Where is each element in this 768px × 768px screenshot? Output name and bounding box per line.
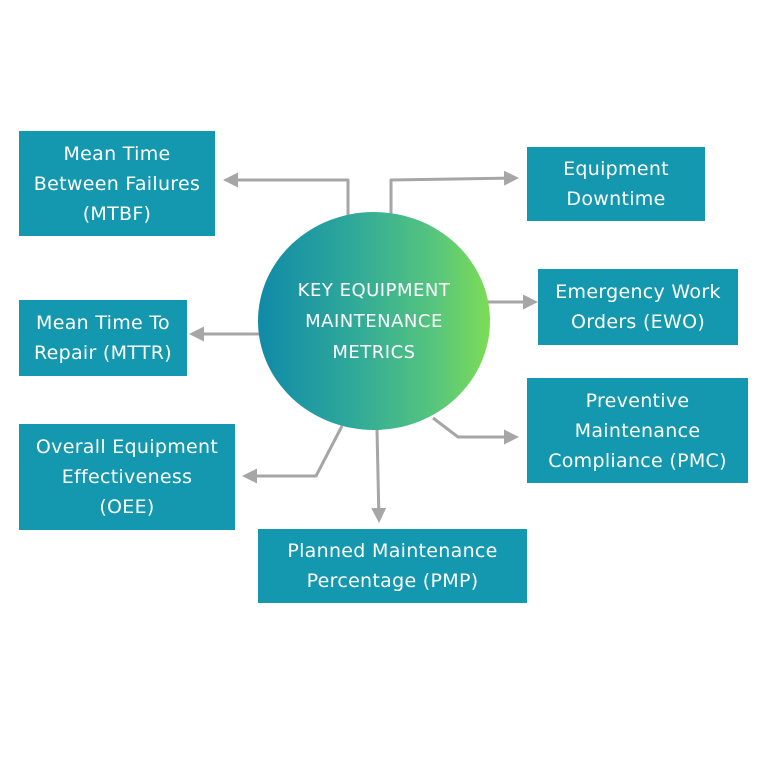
oee-box: Overall Equipment Effectiveness (OEE) — [19, 424, 235, 530]
pmc-label: Preventive Maintenance Compliance (PMC) — [548, 389, 727, 472]
pmc-box: Preventive Maintenance Compliance (PMC) — [527, 378, 748, 483]
arrow-to-oee — [242, 425, 344, 484]
mtbf-label: Mean Time Between Failures (MTBF) — [33, 142, 201, 225]
downtime-box: Equipment Downtime — [527, 147, 705, 221]
mtbf-box: Mean Time Between Failures (MTBF) — [19, 131, 215, 236]
arrow-to-pmp — [371, 429, 387, 523]
central-label: KEY EQUIPMENT MAINTENANCE METRICS — [297, 279, 451, 363]
oee-label: Overall Equipment Effectiveness (OEE) — [35, 436, 219, 518]
ewo-label: Emergency Work Orders (EWO) — [555, 281, 721, 333]
mttr-box: Mean Time To Repair (MTTR) — [19, 300, 187, 376]
pmp-label: Planned Maintenance Percentage (PMP) — [287, 540, 498, 592]
arrow-to-pmc — [432, 416, 519, 445]
arrow-to-mtbf — [223, 172, 350, 216]
arrow-to-downtime — [389, 170, 519, 216]
pmp-box: Planned Maintenance Percentage (PMP) — [258, 529, 527, 603]
ewo-box: Emergency Work Orders (EWO) — [538, 269, 738, 345]
mttr-label: Mean Time To Repair (MTTR) — [33, 312, 173, 364]
central-metrics-circle: KEY EQUIPMENT MAINTENANCE METRICS — [258, 212, 490, 430]
downtime-label: Equipment Downtime — [563, 158, 669, 210]
